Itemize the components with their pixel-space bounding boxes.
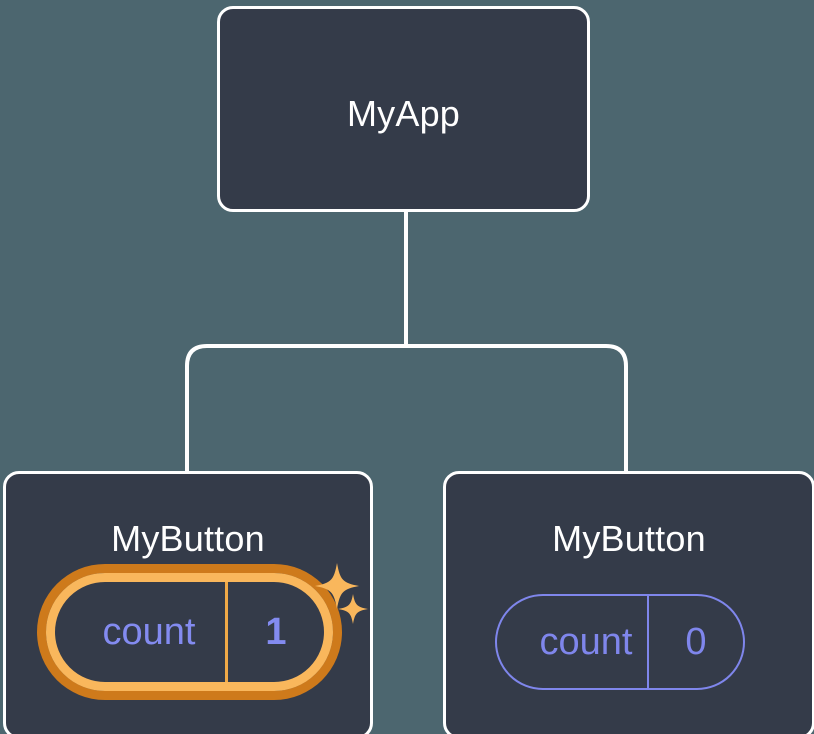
state-pill-left-value: 1 (225, 582, 324, 682)
node-myapp-label: MyApp (346, 93, 461, 134)
node-mybutton-right[interactable]: MyButton (443, 471, 814, 734)
node-myapp[interactable]: MyApp (217, 6, 590, 212)
node-mybutton-right-label: MyButton (552, 518, 706, 559)
state-pill-right-key: count (539, 620, 633, 663)
state-pill-right-value: 0 (647, 596, 743, 688)
state-pill-count-plain[interactable]: count 0 (495, 594, 745, 690)
node-mybutton-left-label: MyButton (111, 518, 265, 559)
connector-children-bus (185, 344, 628, 472)
state-pill-count-highlighted[interactable]: count 1 (46, 573, 333, 691)
state-pill-left-key: count (102, 610, 196, 653)
